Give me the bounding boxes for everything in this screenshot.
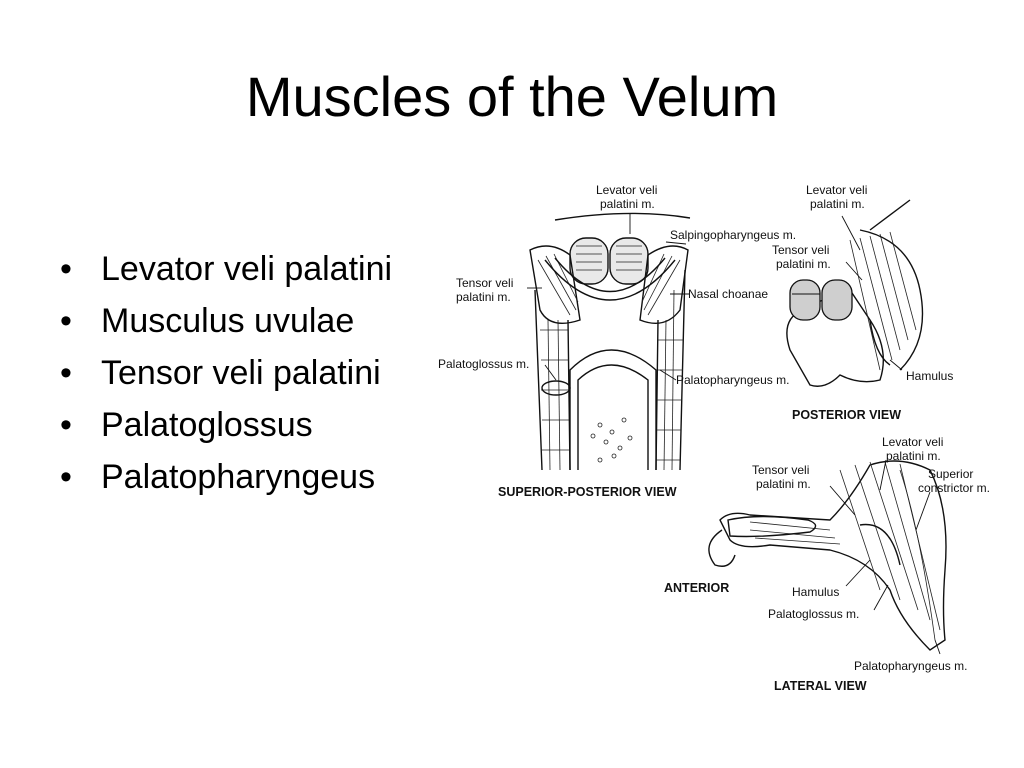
bullet-dot-icon: • bbox=[60, 250, 72, 288]
bullet-dot-icon: • bbox=[60, 458, 72, 496]
bullet-list: •Levator veli palatini •Musculus uvulae … bbox=[60, 243, 392, 503]
bullet-text: Palatopharyngeus bbox=[101, 458, 376, 496]
bullet-dot-icon: • bbox=[60, 354, 72, 392]
lateral-labels: Levator veli palatini m. Tensor veli pal… bbox=[664, 435, 990, 693]
l-tensor-label-1: Tensor veli bbox=[752, 463, 809, 477]
slide-title: Muscles of the Velum bbox=[245, 65, 779, 128]
p-tensor-label-1: Tensor veli bbox=[772, 243, 829, 257]
sp-palatopharyngeus-label: Palatopharyngeus m. bbox=[676, 373, 789, 387]
l-palatopharyngeus-label: Palatopharyngeus m. bbox=[854, 659, 967, 673]
sp-tensor-label-1: Tensor veli bbox=[456, 276, 513, 290]
bullet-text: Palatoglossus bbox=[101, 406, 313, 444]
l-levator-label-2: palatini m. bbox=[886, 449, 941, 463]
anatomy-figure: Levator veli palatini m. Salpingopharyng… bbox=[438, 183, 990, 693]
bullet-text: Musculus uvulae bbox=[101, 302, 355, 340]
sp-tensor-label-2: palatini m. bbox=[456, 290, 511, 304]
bullet-item: • Palatopharyngeus bbox=[60, 451, 392, 503]
sp-levator-label-1: Levator veli bbox=[596, 183, 657, 197]
l-superior-label-1: Superior bbox=[928, 467, 973, 481]
l-caption: LATERAL VIEW bbox=[774, 679, 867, 693]
bullet-item: • Tensor veli palatini bbox=[60, 347, 392, 399]
bullet-text: Levator veli palatini bbox=[101, 250, 393, 288]
posterior-labels: Levator veli palatini m. Tensor veli pal… bbox=[772, 183, 953, 422]
posterior-drawing bbox=[786, 199, 924, 387]
p-tensor-label-2: palatini m. bbox=[776, 257, 831, 271]
p-caption: POSTERIOR VIEW bbox=[792, 408, 901, 422]
bullet-dot-icon: • bbox=[60, 406, 72, 444]
l-palatoglossus-label: Palatoglossus m. bbox=[768, 607, 859, 621]
l-superior-label-2: constrictor m. bbox=[918, 481, 990, 495]
sp-palatoglossus-label: Palatoglossus m. bbox=[438, 357, 529, 371]
bullet-item: • Musculus uvulae bbox=[60, 295, 392, 347]
sp-nasal-label: Nasal choanae bbox=[688, 287, 768, 301]
p-levator-label-2: palatini m. bbox=[810, 197, 865, 211]
sp-levator-label-2: palatini m. bbox=[600, 197, 655, 211]
l-hamulus-label: Hamulus bbox=[792, 585, 839, 599]
l-tensor-label-2: palatini m. bbox=[756, 477, 811, 491]
superior-posterior-drawing bbox=[527, 212, 691, 471]
bullet-dot-icon: • bbox=[60, 302, 72, 340]
p-levator-label-1: Levator veli bbox=[806, 183, 867, 197]
bullet-item: • Levator veli palatini bbox=[60, 243, 392, 295]
superior-posterior-labels: Levator veli palatini m. Salpingopharyng… bbox=[438, 183, 796, 499]
l-anterior-label: ANTERIOR bbox=[664, 581, 729, 595]
sp-caption: SUPERIOR-POSTERIOR VIEW bbox=[498, 485, 677, 499]
lateral-drawing bbox=[708, 459, 947, 655]
bullet-item: • Palatoglossus bbox=[60, 399, 392, 451]
p-hamulus-label: Hamulus bbox=[906, 369, 953, 383]
sp-salpingo-label: Salpingopharyngeus m. bbox=[670, 228, 796, 242]
l-levator-label-1: Levator veli bbox=[882, 435, 943, 449]
bullet-text: Tensor veli palatini bbox=[101, 354, 381, 392]
